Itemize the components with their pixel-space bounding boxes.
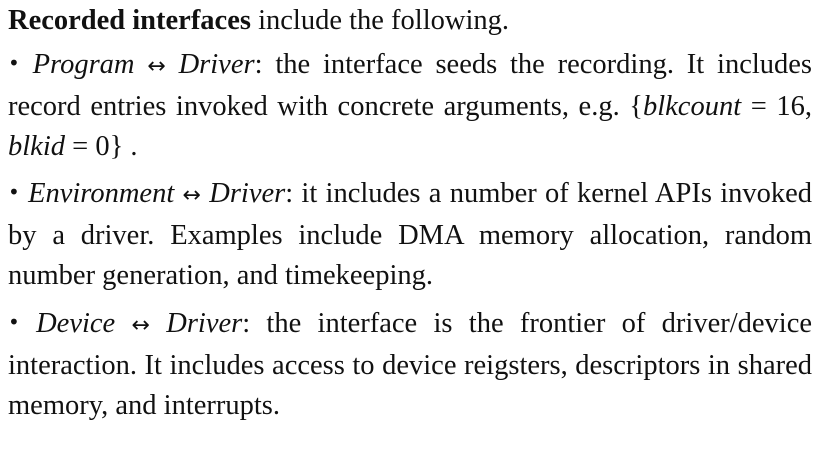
math-brace-open: { [629,91,643,122]
inline-math: {blkcount = 16, blkid = 0} [8,91,812,162]
item-text-end: . [123,131,138,162]
bullet-item-environment-driver: • Environment ↔ Driver: it includes a nu… [8,172,812,296]
interface-to-label: Driver [166,308,243,339]
interface-from-label: Environment [28,178,175,209]
bullet-item-program-driver: • Program ↔ Driver: the interface seeds … [8,43,812,167]
interface-from-label: Device [36,308,116,339]
item-text: : the interface is the frontier of drive… [8,308,813,421]
interface-to-label: Driver [178,49,255,80]
item-text: : the interface seeds the recording. It … [8,49,813,122]
item-text: : it includes a number of kernel APIs in… [8,178,813,291]
intro-paragraph: Recorded interfaces include the followin… [8,1,812,41]
math-eq-1: = 16, [741,91,812,122]
interface-from-label: Program [32,49,135,80]
math-var-blkid: blkid [8,131,65,162]
bidirectional-arrow-icon: ↔ [147,54,166,79]
interface-to-label: Driver [209,178,286,209]
intro-heading: Recorded interfaces [8,5,251,36]
bullet-glyph: • [8,180,20,204]
bidirectional-arrow-icon: ↔ [182,183,201,208]
bullet-glyph: • [8,310,20,334]
math-var-blkcount: blkcount [642,91,742,122]
math-eq-2: = 0 [65,131,110,162]
bullet-glyph: • [8,51,20,75]
intro-text: include the following. [250,5,509,36]
bullet-item-device-driver: • Device ↔ Driver: the interface is the … [8,302,812,426]
math-brace-close: } [109,131,124,162]
bidirectional-arrow-icon: ↔ [131,313,150,338]
